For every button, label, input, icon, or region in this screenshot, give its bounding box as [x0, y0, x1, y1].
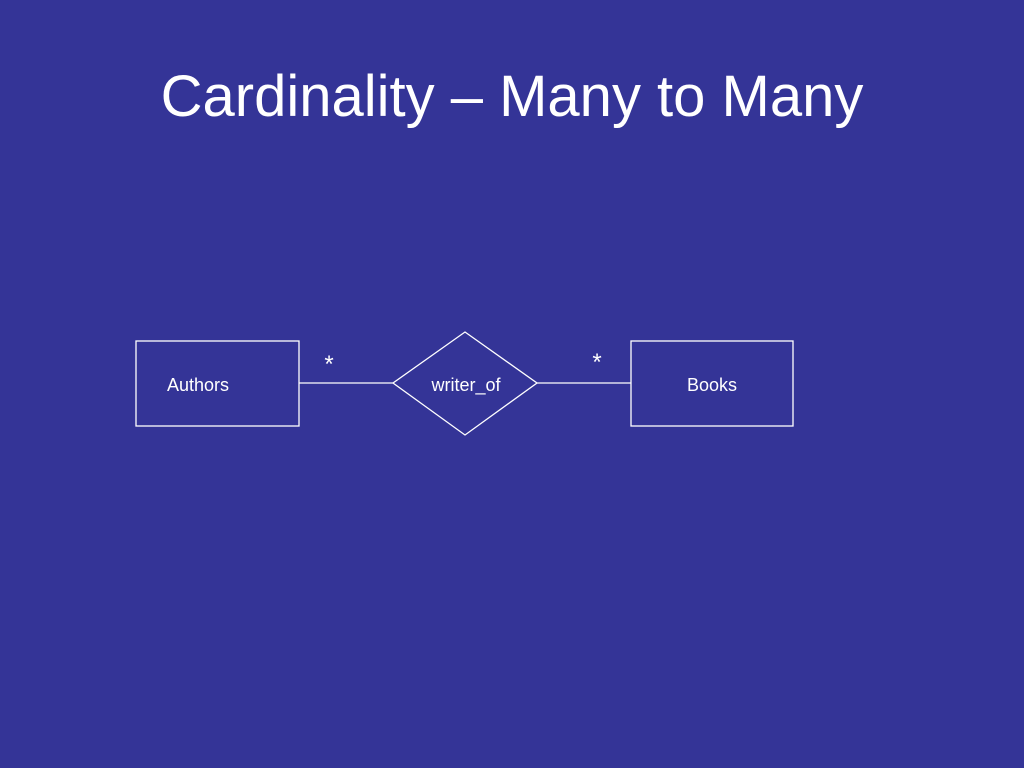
slide-title: Cardinality – Many to Many	[160, 64, 864, 129]
entity-box-authors	[135, 340, 300, 427]
entity-label-books: Books	[687, 375, 737, 395]
relationship-diamond-writer-of	[391, 331, 539, 436]
cardinality-marker-authors: *	[324, 351, 333, 378]
entity-label-authors: Authors	[167, 375, 229, 395]
cardinality-marker-books: *	[592, 349, 601, 376]
entity-box-books	[630, 340, 794, 427]
relationship-label-writer-of: writer_of	[430, 375, 501, 396]
